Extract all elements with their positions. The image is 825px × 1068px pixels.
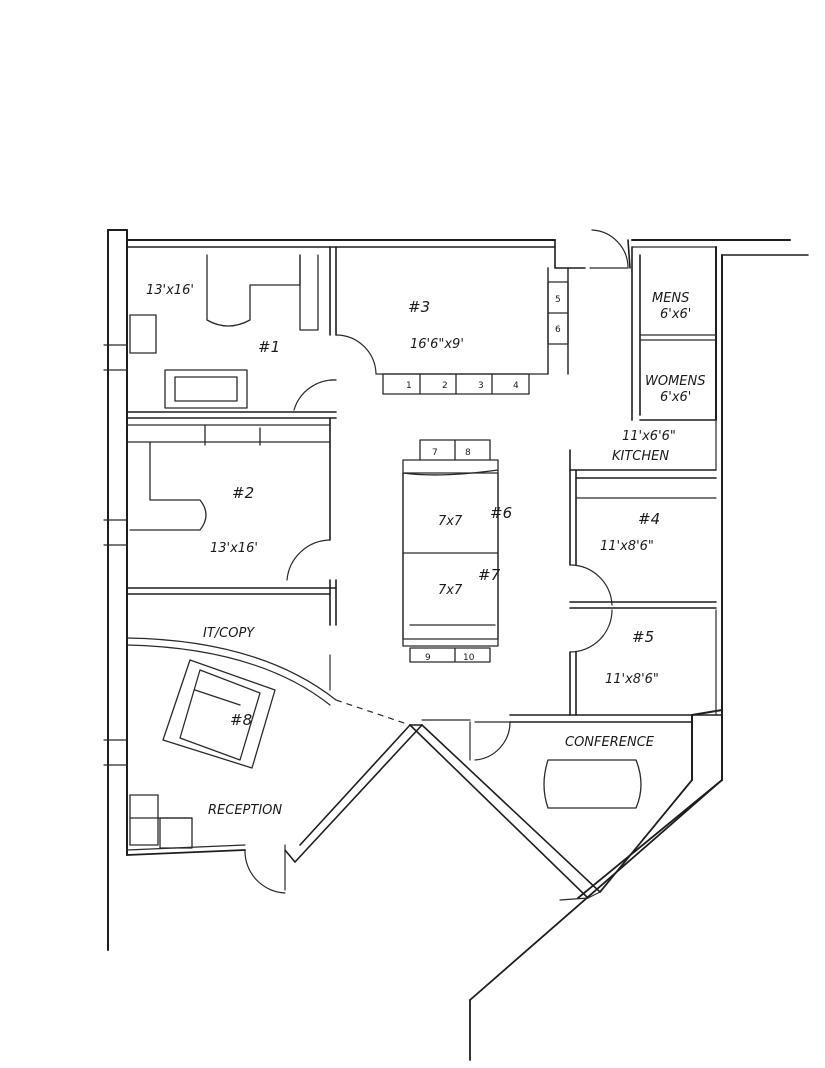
office6-size: 7x7 [438, 514, 463, 529]
office5-number: #5 [632, 628, 654, 646]
womens-size: 6'x6' [660, 390, 691, 405]
office3-number: #3 [408, 298, 430, 316]
it-copy-label: IT/COPY [203, 626, 255, 641]
cabinet-8: 8 [465, 448, 471, 458]
cabinet-7: 7 [432, 448, 438, 458]
cabinet-5: 5 [555, 295, 561, 305]
mens-label: MENS [652, 291, 689, 306]
mens-size: 6'x6' [660, 307, 691, 322]
office3-size: 16'6"x9' [410, 337, 464, 352]
office7-size: 7x7 [438, 583, 463, 598]
reception-label: RECEPTION [208, 803, 282, 818]
office6-number: #6 [490, 504, 512, 522]
office2-size: 13'x16' [210, 541, 258, 556]
cabinet-9: 9 [425, 653, 431, 663]
office1-number: #1 [258, 338, 280, 356]
cabinet-3: 3 [478, 381, 484, 391]
cabinet-10: 10 [463, 653, 475, 663]
office4-size: 11'x8'6" [600, 539, 654, 554]
furniture [126, 254, 642, 849]
kitchen-size: 11'x6'6" [622, 429, 676, 444]
office2-number: #2 [232, 484, 254, 502]
office7-number: #7 [478, 566, 501, 584]
cabinet-2: 2 [442, 381, 448, 391]
room-labels: 13'x16' #1 #3 16'6"x9' 1 2 3 4 5 6 7 8 9… [146, 283, 706, 818]
kitchen-label: KITCHEN [612, 449, 669, 464]
office8-number: #8 [230, 711, 252, 729]
cabinet-6: 6 [555, 325, 561, 335]
office1-size: 13'x16' [146, 283, 194, 298]
conference-label: CONFERENCE [565, 735, 655, 750]
womens-label: WOMENS [645, 374, 706, 389]
cabinet-4: 4 [513, 381, 519, 391]
exterior-walls [103, 229, 809, 1061]
office4-number: #4 [638, 510, 660, 528]
office5-size: 11'x8'6" [605, 672, 659, 687]
cabinet-1: 1 [406, 381, 412, 391]
